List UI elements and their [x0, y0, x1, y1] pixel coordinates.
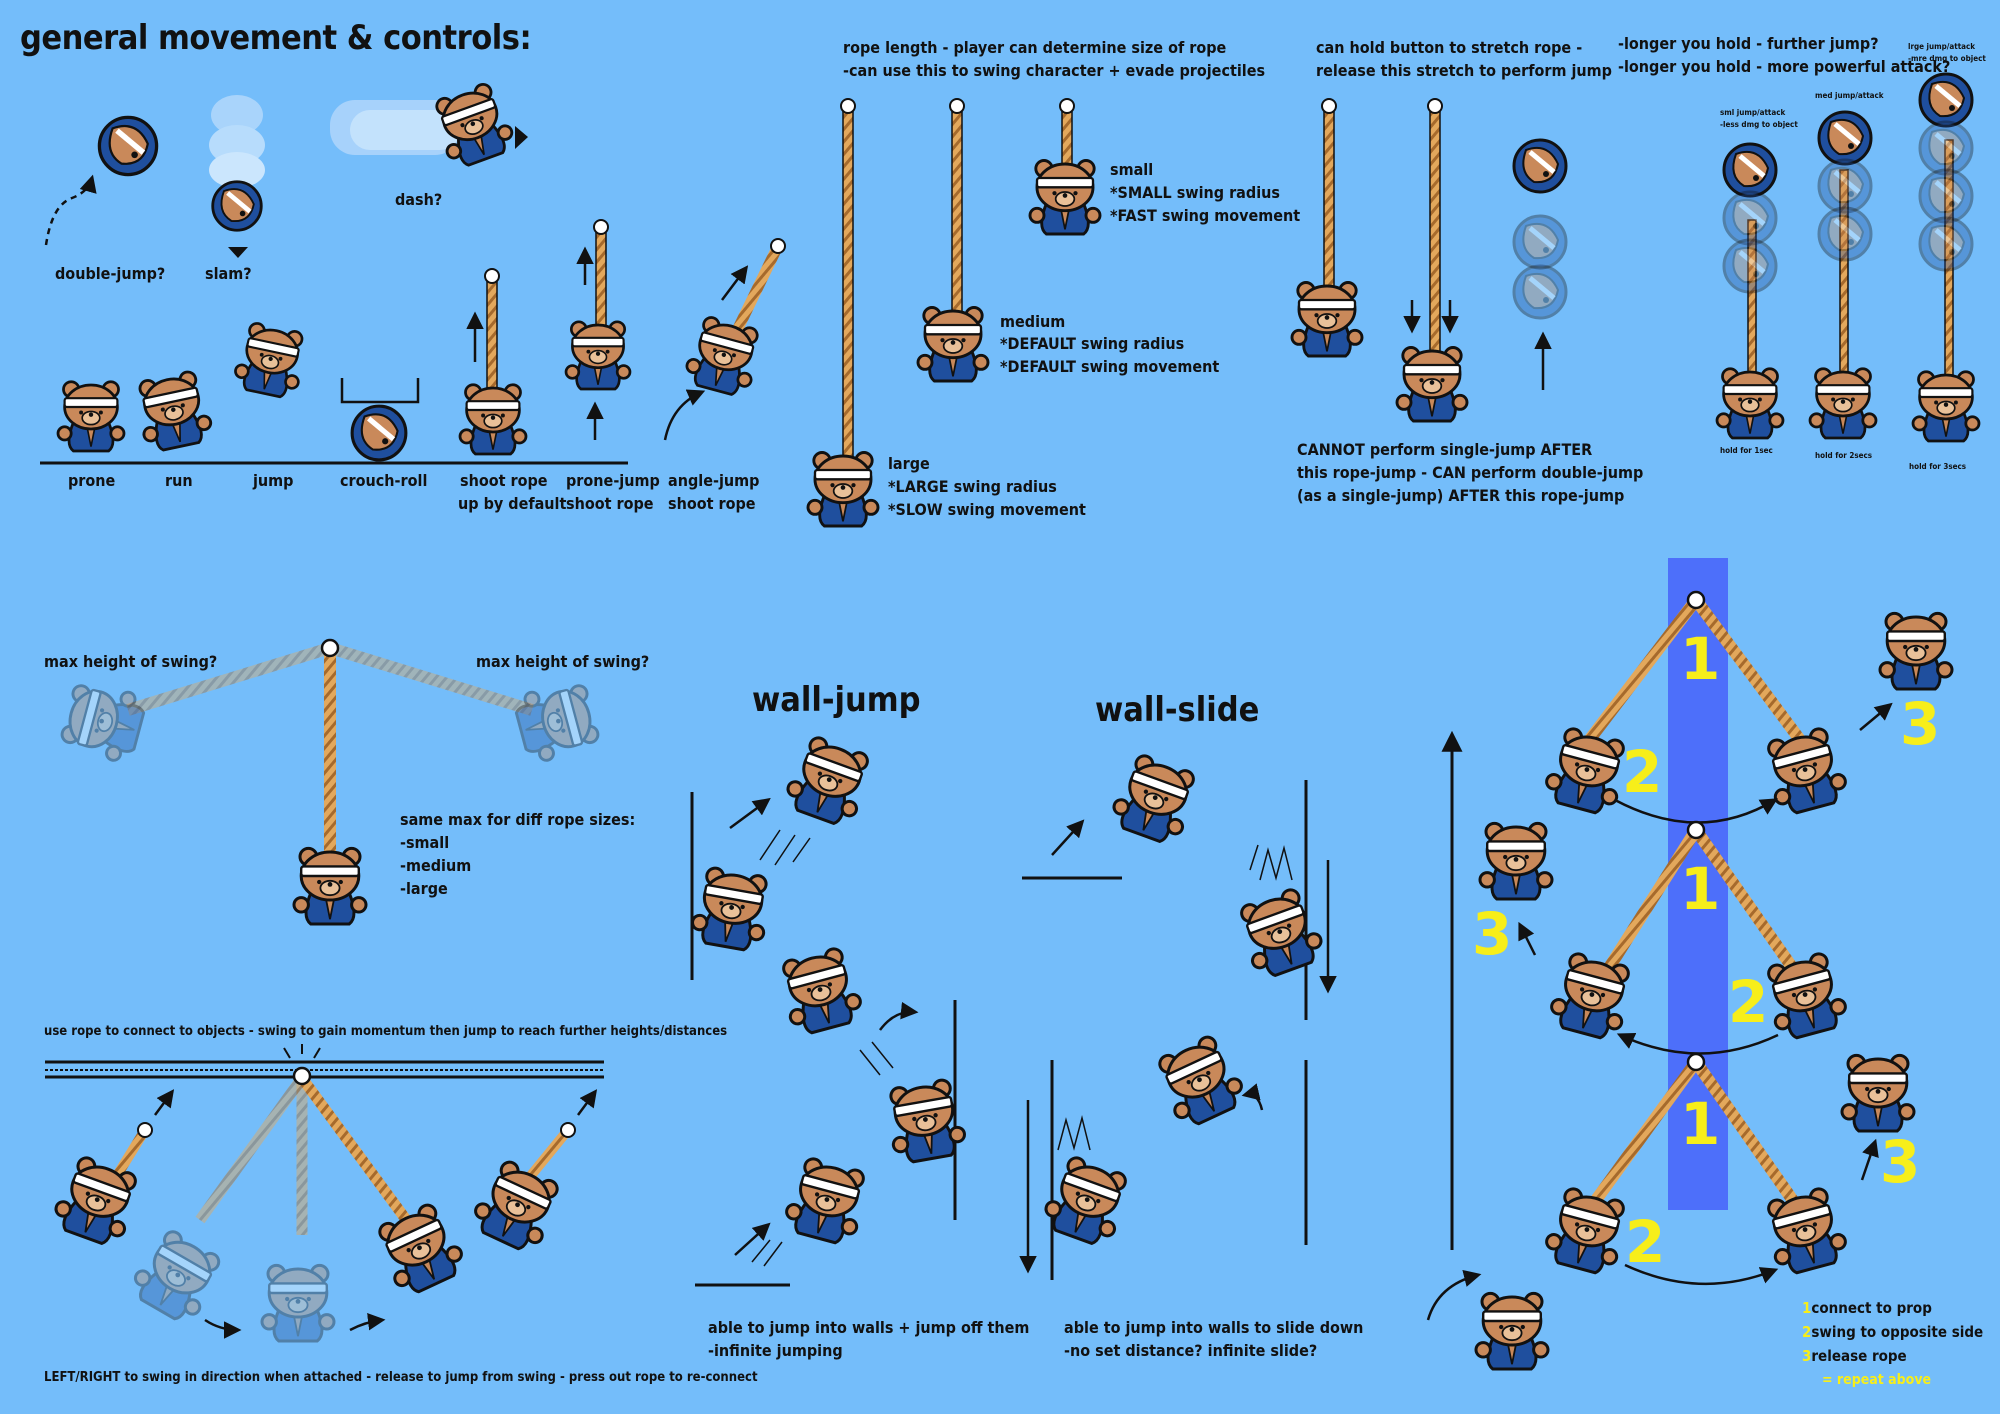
rope-length-line2: -can use this to swing character + evade… — [843, 61, 1266, 80]
wall-jump-line2: -infinite jumping — [708, 1341, 843, 1360]
same-max-4: -large — [400, 879, 448, 898]
stretch-note3: (as a single-jump) AFTER this rope-jump — [1297, 486, 1625, 505]
label-angle-jump-1: angle-jump — [668, 471, 760, 490]
step-3-b: 3 — [1472, 900, 1513, 968]
same-max-1: same max for diff rope sizes: — [400, 810, 636, 829]
rope-length-line1: rope length - player can determine size … — [843, 38, 1227, 57]
wall-slide-title: wall-slide — [1095, 690, 1260, 730]
legend-num-1: 1 — [1802, 1299, 1812, 1317]
rope-small-2: *SMALL swing radius — [1110, 183, 1280, 202]
hold-sml-2: -less dmg to object — [1720, 120, 1798, 129]
climb-sequence-art — [1426, 558, 1954, 1371]
rope-large-2: *LARGE swing radius — [888, 477, 1057, 496]
same-max-3: -medium — [400, 856, 472, 875]
hold-2secs: hold for 2secs — [1815, 451, 1873, 460]
label-shoot-rope-2: up by default — [458, 494, 567, 513]
step-2-b: 2 — [1728, 968, 1769, 1036]
legend-2: 2swing to opposite side — [1802, 1322, 1983, 1342]
label-prone-jump-1: prone-jump — [566, 471, 660, 490]
legend-1: 1connect to prop — [1802, 1298, 1932, 1318]
hold-1sec: hold for 1sec — [1720, 446, 1773, 455]
step-3-a: 3 — [1900, 690, 1941, 758]
label-jump: jump — [253, 471, 294, 490]
label-shoot-rope-1: shoot rope — [460, 471, 548, 490]
hold-lrg-1: lrge jump/attack — [1908, 42, 1976, 51]
hold-3secs: hold for 3secs — [1909, 462, 1967, 471]
step-1-a: 1 — [1680, 625, 1721, 693]
rope-shoot-art — [564, 219, 786, 441]
swing-max-right: max height of swing? — [476, 652, 650, 671]
wall-jump-art — [687, 731, 970, 1287]
label-prone-jump-2: shoot rope — [566, 494, 654, 513]
legend-repeat: = repeat above — [1822, 1372, 1932, 1388]
hold-line2: -longer you hold - more powerful attack? — [1618, 57, 1951, 76]
basic-moves-art — [40, 78, 628, 465]
stretch-line2: release this stretch to perform jump — [1316, 61, 1612, 80]
page-title: general movement & controls: — [20, 18, 532, 58]
rope-small-1: small — [1110, 160, 1154, 179]
connect-bottom: LEFT/RIGHT to swing in direction when at… — [44, 1370, 758, 1385]
stretch-note1: CANNOT perform single-jump AFTER — [1297, 440, 1593, 459]
wall-slide-art — [1019, 749, 1337, 1280]
swing-height-art — [57, 638, 603, 926]
stretch-note2: this rope-jump - CAN perform double-jump — [1297, 463, 1644, 482]
rope-medium-2: *DEFAULT swing radius — [1000, 334, 1185, 353]
hold-lrg-2: -mre dmg to object — [1908, 54, 1986, 63]
label-dash: dash? — [395, 190, 443, 209]
legend-num-3: 3 — [1802, 1347, 1812, 1365]
legend-text-3: release rope — [1811, 1347, 1907, 1365]
step-1-b: 1 — [1680, 855, 1721, 923]
wall-slide-line2: -no set distance? infinite slide? — [1064, 1341, 1318, 1360]
hold-med-1: med jump/attack — [1815, 91, 1884, 100]
legend-text-2: swing to opposite side — [1811, 1323, 1984, 1341]
same-max-2: -small — [400, 833, 450, 852]
rope-large-3: *SLOW swing movement — [888, 500, 1086, 519]
label-prone: prone — [68, 471, 116, 490]
step-3-c: 3 — [1880, 1128, 1921, 1196]
label-run: run — [165, 471, 193, 490]
wall-jump-title: wall-jump — [752, 680, 921, 720]
legend-3: 3release rope — [1802, 1346, 1907, 1366]
hold-line1: -longer you hold - further jump? — [1618, 34, 1879, 53]
connect-top: use rope to connect to objects - swing t… — [44, 1024, 728, 1039]
hold-sml-1: sml jump/attack — [1720, 108, 1786, 117]
stretch-line1: can hold button to stretch rope - — [1316, 38, 1583, 57]
rope-medium-1: medium — [1000, 312, 1066, 331]
step-1-c: 1 — [1680, 1090, 1721, 1158]
legend-text-1: connect to prop — [1811, 1299, 1932, 1317]
label-angle-jump-2: shoot rope — [668, 494, 756, 513]
rope-large-1: large — [888, 454, 930, 473]
label-crouch-roll: crouch-roll — [340, 471, 428, 490]
connect-art — [45, 1044, 604, 1343]
wall-jump-line1: able to jump into walls + jump off them — [708, 1318, 1030, 1337]
label-double-jump: double-jump? — [55, 264, 166, 283]
swing-max-left: max height of swing? — [44, 652, 218, 671]
legend-num-2: 2 — [1802, 1323, 1812, 1341]
rope-small-3: *FAST swing movement — [1110, 206, 1301, 225]
stretch-art — [1290, 98, 1566, 423]
hold-art — [1715, 74, 1981, 443]
wall-slide-line1: able to jump into walls to slide down — [1064, 1318, 1364, 1337]
step-2-a: 2 — [1622, 738, 1663, 806]
rope-length-art — [806, 98, 1102, 528]
step-2-c: 2 — [1625, 1208, 1666, 1276]
label-slam: slam? — [205, 264, 252, 283]
rope-medium-3: *DEFAULT swing movement — [1000, 357, 1220, 376]
